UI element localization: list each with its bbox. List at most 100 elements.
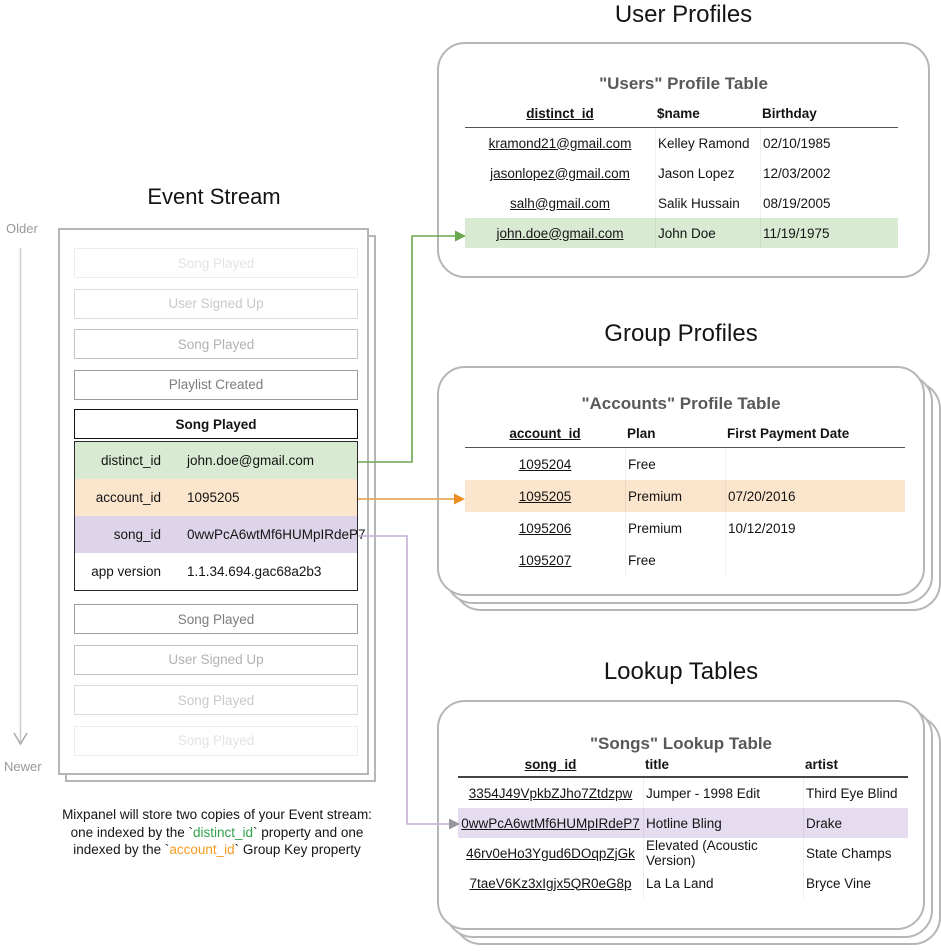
- table-cell: 1095205: [518, 488, 572, 504]
- table-cell: Free: [625, 448, 725, 480]
- users-profile-table: distinct_id $name Birthday kramond21@gmail.…: [465, 100, 898, 248]
- table-cell: Drake: [803, 808, 908, 838]
- property-value: john.doe@gmail.com: [187, 453, 315, 468]
- table-cell: 10/12/2019: [725, 512, 905, 544]
- caption-segment: indexed by the `: [73, 842, 170, 857]
- songs-lookup-table: song_id title artist 3354J49VpkbZJho7Ztdzpw…: [458, 752, 908, 898]
- caption-line: Mixpanel will store two copies of your E…: [28, 806, 406, 824]
- column-header: title: [645, 756, 670, 772]
- event-stream-title: Event Stream: [147, 184, 281, 209]
- table-row: 46rv0eHo3Ygud6DOqpZjGk Elevated (Acoustic…: [458, 838, 908, 868]
- table-cell: 12/03/2002: [760, 158, 898, 188]
- table-cell: jasonlopez@gmail.com: [490, 165, 630, 181]
- table-cell: Premium: [625, 512, 725, 544]
- property-value: 1.1.34.694.gac68a2b3: [187, 564, 322, 579]
- event-item: Playlist Created: [74, 369, 358, 400]
- event-property-row: app version 1.1.34.694.gac68a2b3: [75, 553, 357, 590]
- table-cell: 7taeV6Kz3xIgjx5QR0eG8p: [469, 875, 632, 891]
- event-property-row: distinct_id john.doe@gmail.com: [75, 442, 357, 479]
- table-cell: 0wwPcA6wtMf6HUMpIRdeP7: [461, 815, 640, 831]
- caption-segment: distinct_id: [192, 824, 254, 840]
- event-item: Song Played: [74, 725, 358, 756]
- table-cell: State Champs: [803, 838, 908, 868]
- table-cell: 1095206: [518, 520, 572, 536]
- table-cell: salh@gmail.com: [510, 195, 610, 211]
- event-property-row: account_id 1095205: [75, 479, 357, 516]
- older-label: Older: [6, 221, 38, 236]
- caption-segment: one indexed by the `: [70, 824, 193, 840]
- newer-label: Newer: [4, 759, 42, 774]
- expanded-event-header: Song Played: [74, 409, 358, 439]
- table-cell: [725, 448, 905, 480]
- event-property-row: song_id 0wwPcA6wtMf6HUMpIRdeP7: [75, 516, 366, 553]
- property-key: song_id: [113, 527, 161, 542]
- table-cell: Premium: [625, 480, 725, 512]
- column-header: song_id: [524, 756, 577, 772]
- event-stream-caption: Mixpanel will store two copies of your E…: [28, 806, 406, 859]
- time-axis-arrowhead-icon: [13, 732, 28, 746]
- caption-line: indexed by the `account_id` Group Key pr…: [28, 841, 406, 859]
- table-cell: John Doe: [655, 218, 760, 248]
- event-item: User Signed Up: [74, 288, 358, 319]
- table-header-row: account_id Plan First Payment Date: [465, 420, 905, 448]
- table-cell: 11/19/1975: [760, 218, 898, 248]
- table-cell: Third Eye Blind: [803, 778, 908, 808]
- caption-segment: ` property and one: [253, 824, 364, 840]
- table-cell: 07/20/2016: [725, 480, 905, 512]
- table-cell: kramond21@gmail.com: [488, 135, 632, 151]
- event-item: Song Played: [74, 604, 358, 634]
- column-header: artist: [805, 756, 839, 772]
- event-item: Song Played: [74, 329, 358, 359]
- expanded-event-properties: distinct_id john.doe@gmail.com account_id 1…: [74, 441, 366, 591]
- property-value: 0wwPcA6wtMf6HUMpIRdeP7: [187, 527, 366, 542]
- column-header: Birthday: [762, 106, 817, 121]
- event-item: Song Played: [74, 248, 358, 278]
- table-cell: 46rv0eHo3Ygud6DOqpZjGk: [466, 845, 635, 861]
- caption-line: one indexed by the `distinct_id` propert…: [28, 824, 406, 842]
- property-key: app version: [91, 564, 161, 579]
- table-cell: Free: [625, 544, 725, 576]
- songs-table-title: "Songs" Lookup Table: [589, 734, 773, 753]
- column-header: $name: [657, 106, 700, 121]
- group-profiles-title: Group Profiles: [604, 320, 758, 347]
- table-cell: 08/19/2005: [760, 188, 898, 218]
- table-cell: Jason Lopez: [655, 158, 760, 188]
- caption-segment: account_id: [169, 842, 235, 857]
- table-cell: john.doe@gmail.com: [496, 225, 624, 241]
- table-cell: Bryce Vine: [803, 868, 908, 898]
- property-key: account_id: [95, 490, 161, 505]
- table-cell: 1095204: [518, 456, 572, 472]
- property-key: distinct_id: [100, 453, 161, 468]
- property-value: 1095205: [187, 490, 240, 505]
- lookup-tables-title: Lookup Tables: [603, 658, 759, 685]
- table-cell: Hotline Bling: [643, 808, 803, 838]
- caption-segment: ` Group Key property: [234, 842, 361, 857]
- column-header: Plan: [627, 426, 656, 441]
- table-cell: Salik Hussain: [655, 188, 760, 218]
- table-header-row: song_id title artist: [458, 752, 908, 778]
- column-header: account_id: [509, 426, 581, 441]
- table-cell: 02/10/1985: [760, 128, 898, 158]
- table-cell: Kelley Ramond: [655, 128, 760, 158]
- table-cell: [725, 544, 905, 576]
- column-header: distinct_id: [526, 106, 594, 121]
- accounts-table-title: "Accounts" Profile Table: [581, 394, 781, 413]
- table-cell: La La Land: [643, 868, 803, 898]
- caption-segment: Mixpanel will store two copies of your E…: [62, 807, 372, 822]
- event-item: User Signed Up: [74, 644, 358, 675]
- table-cell: 3354J49VpkbZJho7Ztdzpw: [468, 785, 633, 801]
- table-cell: Elevated (Acoustic Version): [643, 838, 803, 868]
- table-row: 1095204 Free: [465, 448, 905, 480]
- column-header: First Payment Date: [727, 426, 850, 441]
